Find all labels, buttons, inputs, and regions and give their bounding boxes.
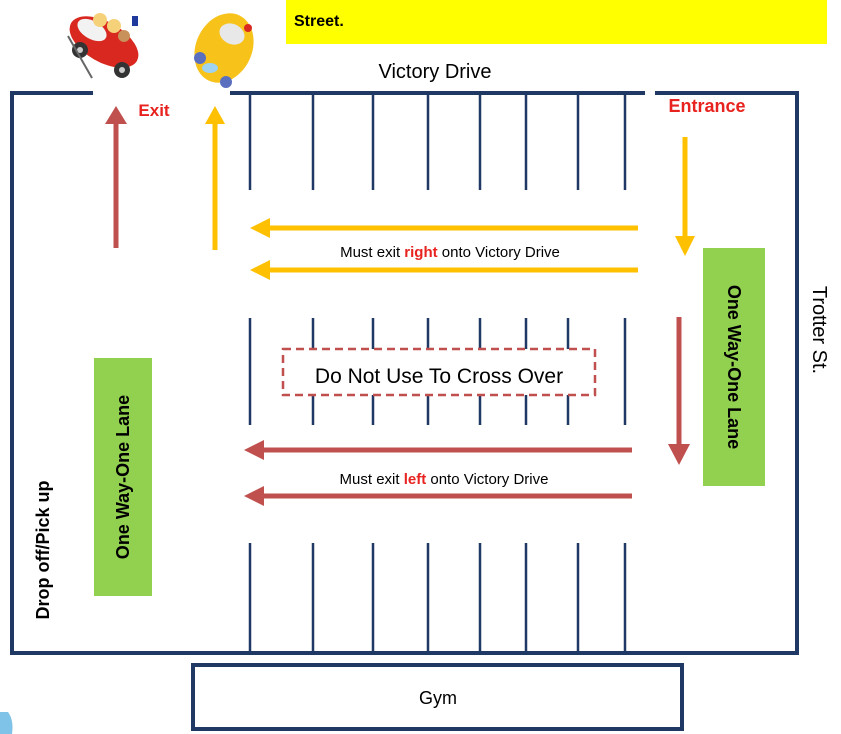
upper-arrow-yellow-2 xyxy=(250,260,638,280)
lower-arrow-red-2 xyxy=(244,486,632,506)
exit-label: Exit xyxy=(138,101,170,120)
no-cross-box xyxy=(281,347,597,397)
lower-arrow-red-1 xyxy=(244,440,632,460)
entrance-arrow-yellow xyxy=(675,137,695,256)
street-victory-drive: Victory Drive xyxy=(379,61,492,83)
exit-arrow-red xyxy=(105,106,127,248)
stall-lines-bottom xyxy=(248,543,627,653)
no-cross-label: Do Not Use To Cross Over xyxy=(315,365,563,388)
banner-box xyxy=(286,0,827,44)
lot-border xyxy=(10,91,799,655)
gym-label: Gym xyxy=(419,688,457,708)
lane-label-left: One Way-One Lane xyxy=(113,395,133,559)
entrance-label: Entrance xyxy=(668,96,745,116)
red-convertible-car-icon xyxy=(67,13,139,79)
banner-text: Street. xyxy=(294,13,344,30)
exit-arrow-yellow xyxy=(205,106,225,250)
upper-arrow-yellow-1 xyxy=(250,218,638,238)
lane-arrow-red-down xyxy=(668,317,690,465)
rule-lower: Must exit left onto Victory Drive xyxy=(340,471,549,488)
rule-upper: Must exit right onto Victory Drive xyxy=(340,244,560,261)
lane-label-right: One Way-One Lane xyxy=(724,285,744,449)
corner-fragment xyxy=(0,712,13,734)
yellow-beetle-car-icon xyxy=(194,13,254,88)
street-trotter: Trotter St. xyxy=(808,286,830,374)
drop-off-label: Drop off/Pick up xyxy=(33,480,53,619)
gym-box xyxy=(191,663,684,731)
lane-box-left xyxy=(94,358,152,596)
stall-lines-top xyxy=(248,93,627,190)
lane-box-right xyxy=(703,248,765,486)
